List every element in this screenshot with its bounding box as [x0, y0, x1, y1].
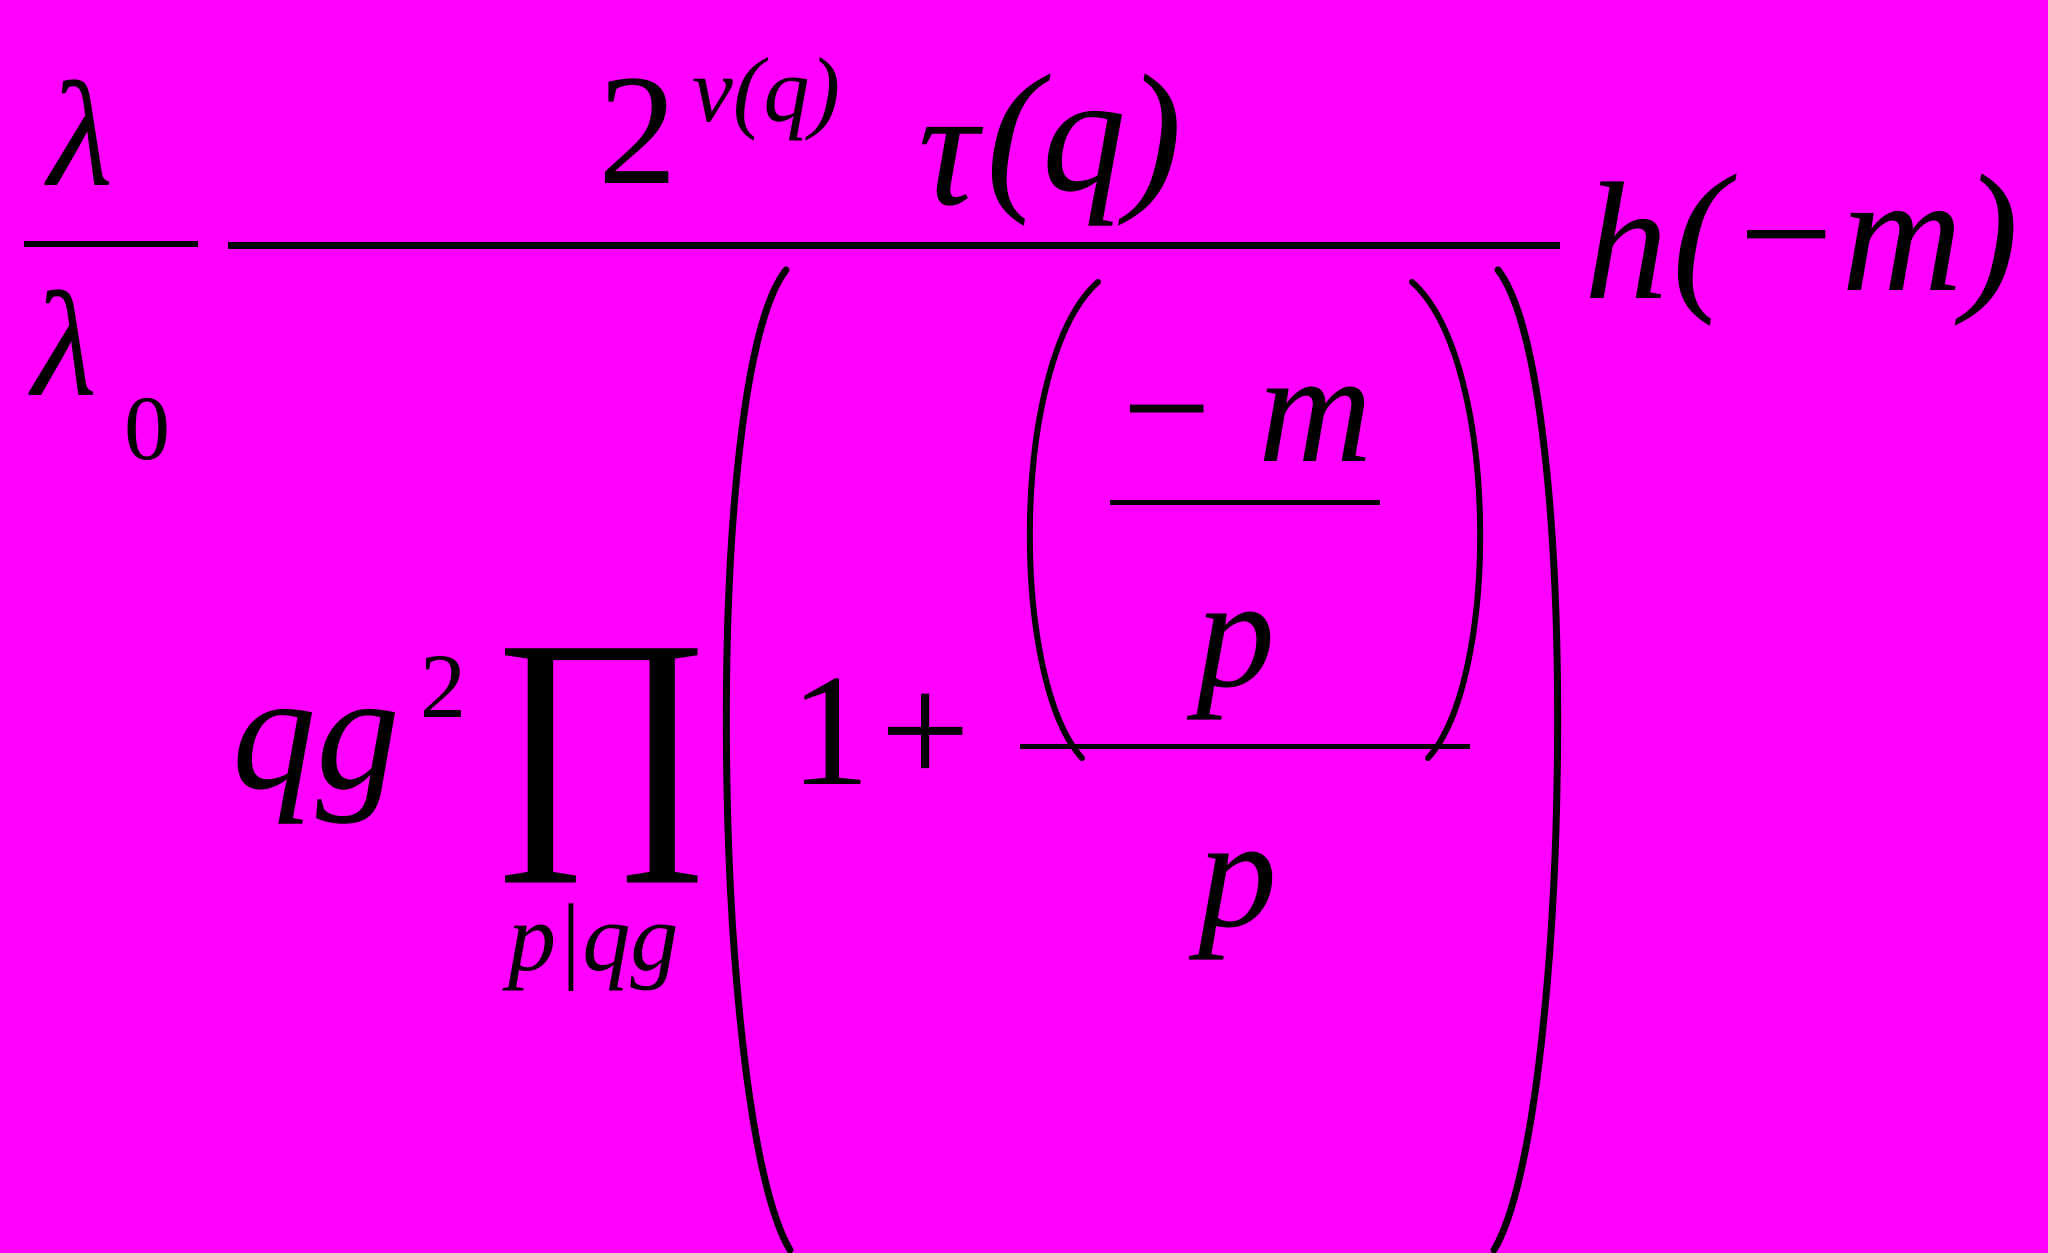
outer-right-paren — [1490, 266, 1562, 1253]
middle-fraction-bar — [1020, 744, 1470, 749]
one: 1 — [790, 641, 870, 819]
tau-symbol: τ — [918, 55, 979, 241]
product-subscript: p|qg — [508, 884, 679, 991]
lambda-fraction-bar — [24, 241, 198, 247]
inner-numerator: − m — [1112, 321, 1373, 496]
trailing-function: h — [1584, 149, 1668, 335]
inner-denominator: p — [1196, 546, 1275, 721]
lambda-subscript: 0 — [124, 377, 170, 479]
main-fraction-bar — [228, 242, 1560, 249]
product-symbol: ∏ — [490, 585, 713, 884]
denominator-prefix: qg — [232, 639, 400, 825]
inner-fraction-bar — [1110, 500, 1380, 505]
power-exponent: ν(q) — [692, 39, 841, 141]
outer-denominator: p — [1198, 786, 1277, 961]
plus-sign: + — [880, 641, 971, 819]
power-base: 2 — [598, 43, 677, 218]
tau-argument: (q) — [986, 41, 1182, 227]
inner-right-paren — [1409, 279, 1484, 761]
lambda-denominator: λ — [32, 262, 97, 428]
trailing-argument: (−m) — [1672, 141, 2019, 327]
inner-left-paren — [1026, 279, 1101, 761]
outer-left-paren — [722, 266, 794, 1253]
prefix-exponent: 2 — [420, 635, 466, 737]
lambda-numerator: λ — [48, 52, 113, 218]
